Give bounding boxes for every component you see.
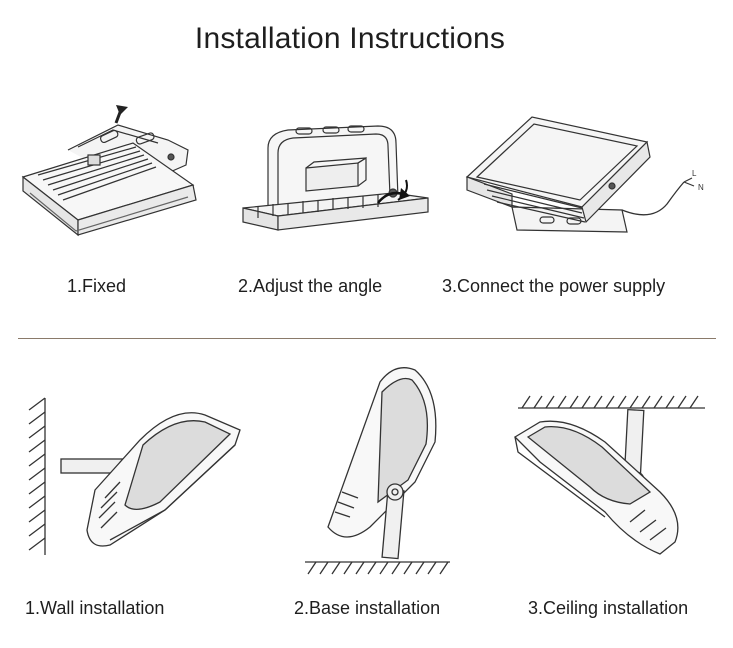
adjust-angle-illustration [238,118,438,253]
rotate-arrow-icon [377,179,410,204]
wall-installation-illustration [25,390,255,560]
wire-label-l: L [692,169,697,178]
page-title: Installation Instructions [194,22,506,55]
step-2-label: 2.Adjust the angle [238,276,383,296]
mode-1-label: 1.Wall installation [25,598,165,618]
ceiling-installation-illustration [510,392,710,567]
step-1-label: 1.Fixed [67,276,127,296]
fixed-illustration [18,95,218,260]
section-divider [18,338,716,339]
power-supply-illustration: L N [462,112,722,252]
mode-3-label: 3.Ceiling installation [528,598,689,618]
up-arrow-icon [114,105,128,124]
mode-2-label: 2.Base installation [294,598,441,618]
step-3-label: 3.Connect the power supply [442,276,666,296]
wire-label-n: N [698,183,704,192]
base-installation-illustration [300,362,460,577]
